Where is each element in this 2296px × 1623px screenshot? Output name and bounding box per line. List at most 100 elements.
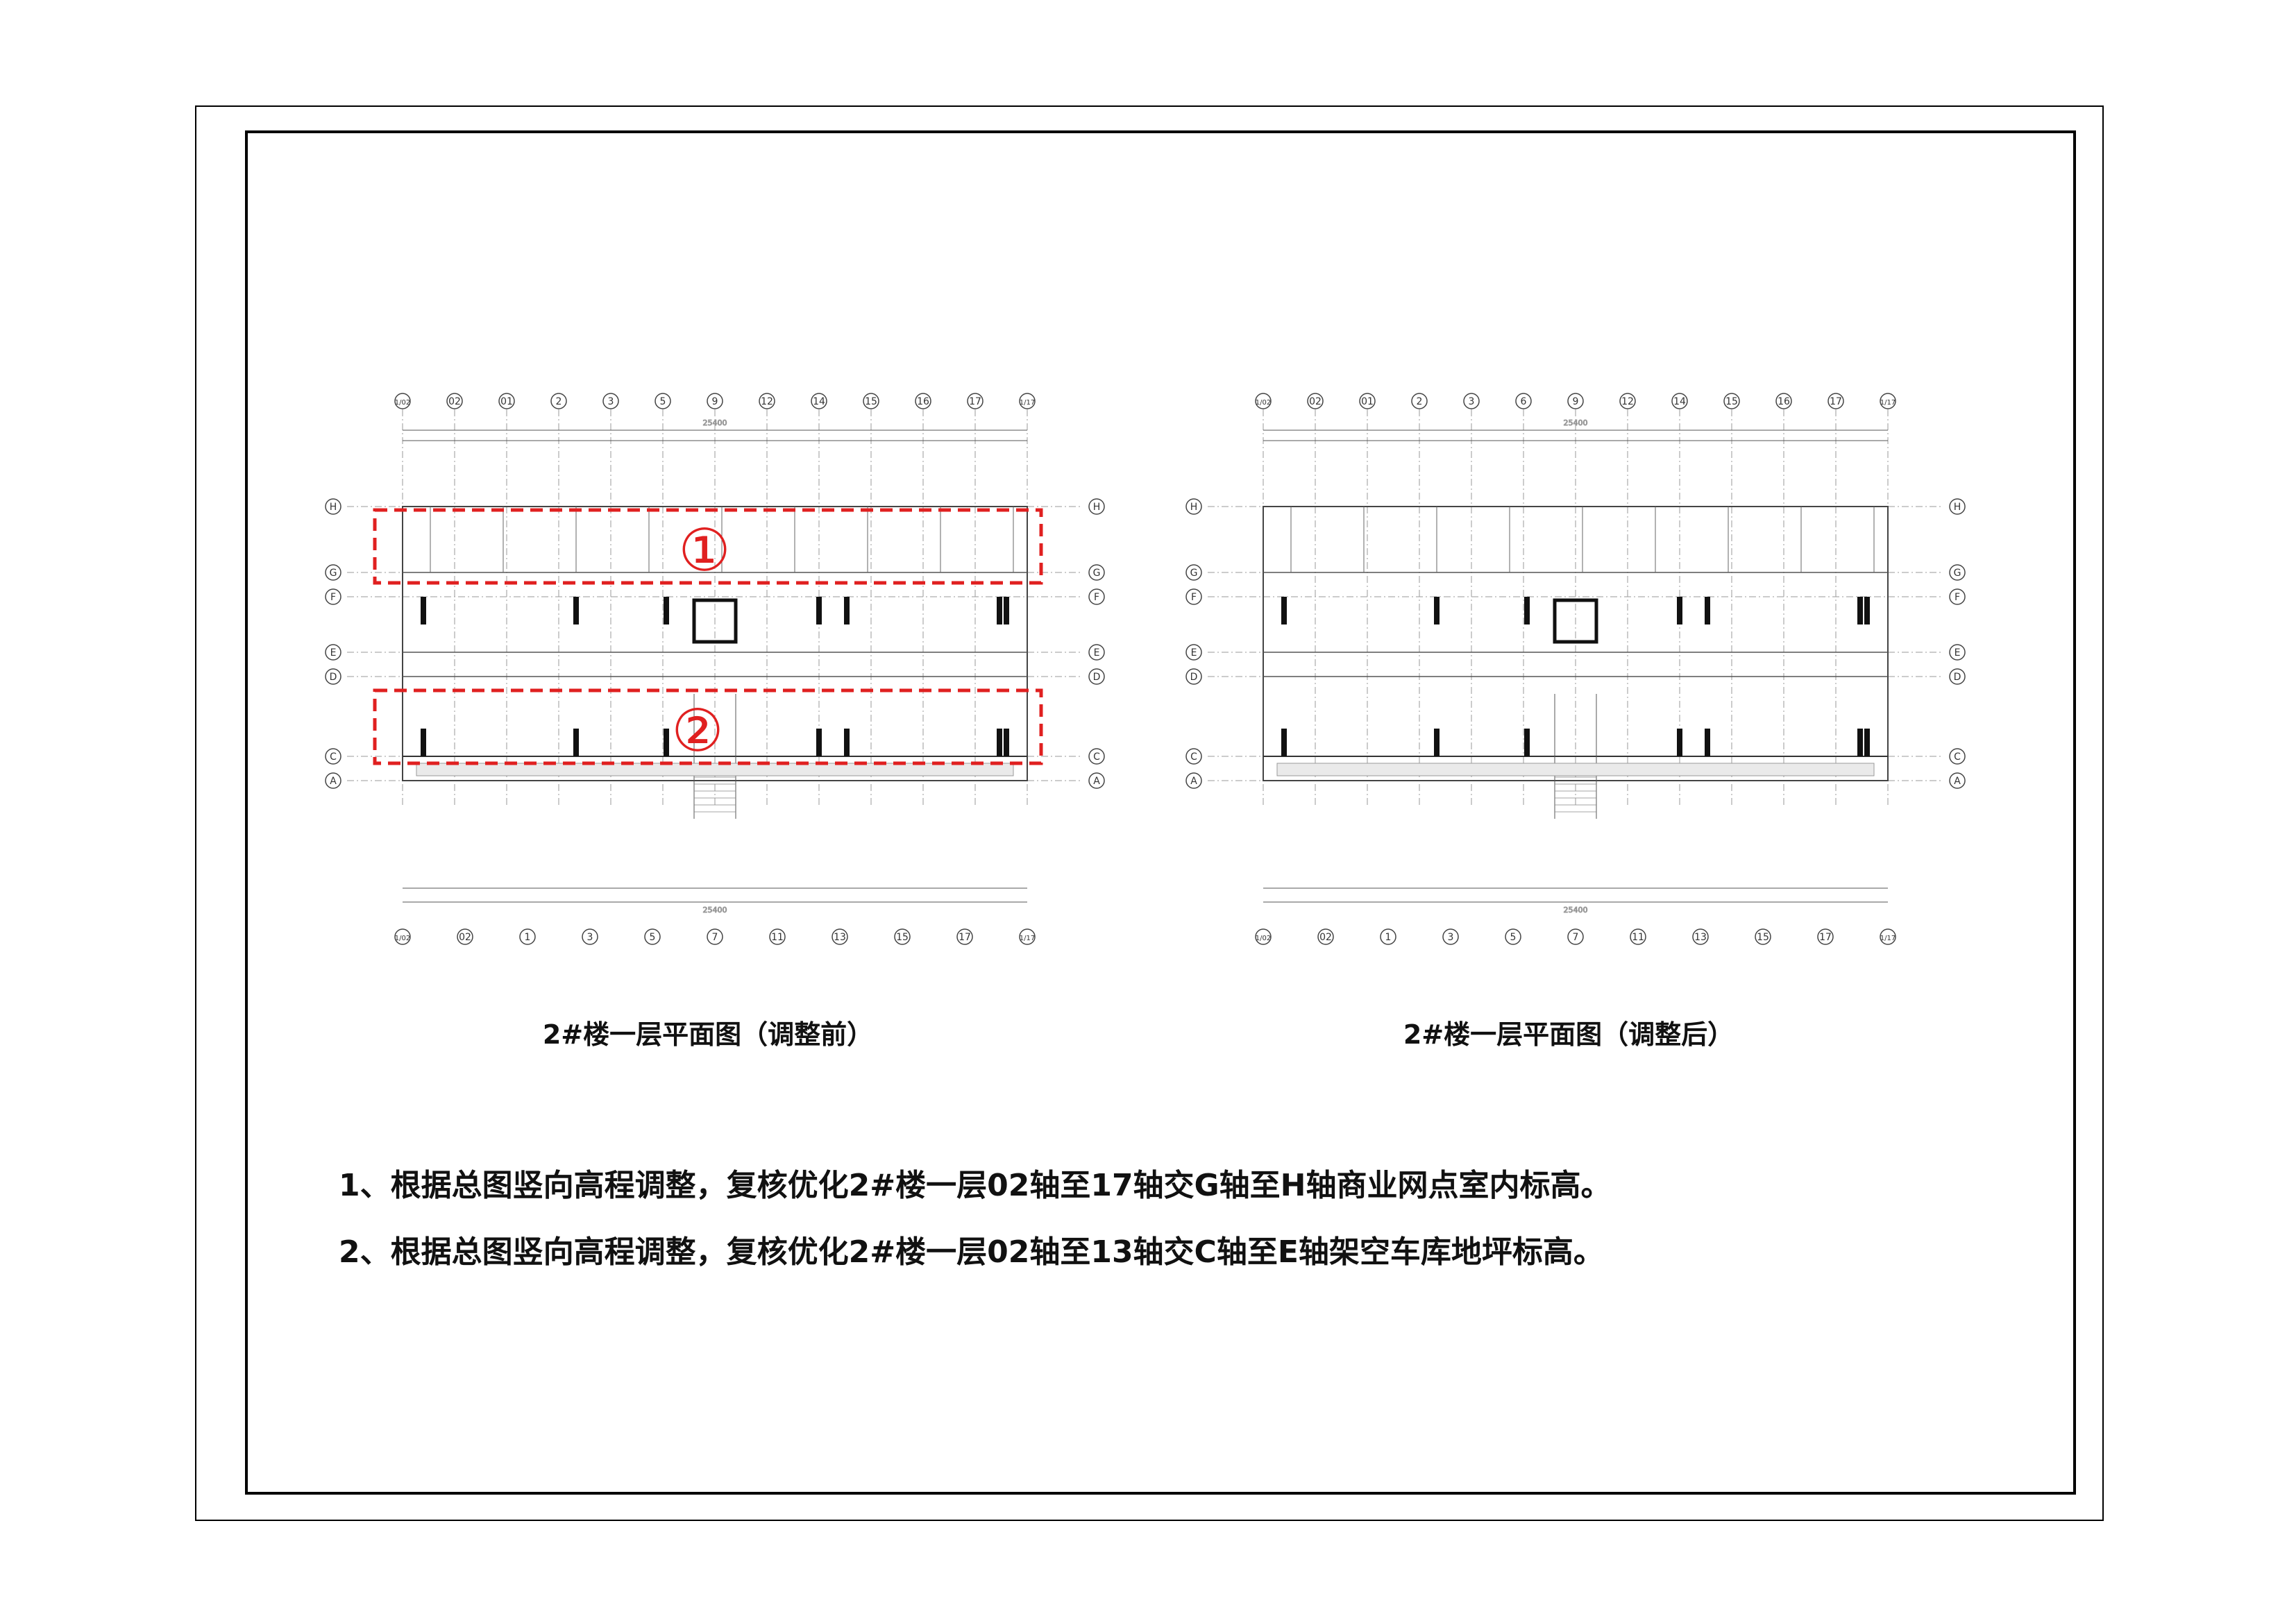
axis-bubble: 02: [1307, 393, 1324, 409]
axis-bubble: D: [325, 668, 341, 685]
axis-label: E: [1191, 647, 1197, 658]
axis-bubble: 1/02: [394, 393, 411, 409]
axis-bubble: C: [1185, 748, 1202, 765]
axis-label: 02: [459, 932, 471, 943]
axis-label: 1: [1385, 932, 1392, 943]
axis-label: F: [1955, 592, 1960, 603]
axis-label: G: [330, 568, 337, 579]
axis-label: 1/02: [395, 935, 410, 942]
overall-dimension-label: 25400: [703, 418, 727, 427]
column: [997, 597, 1002, 624]
axis-bubble: E: [1185, 644, 1202, 661]
column: [997, 729, 1002, 756]
axis-label: G: [1190, 568, 1198, 579]
axis-label: 3: [587, 932, 593, 943]
axis-label: 15: [1757, 932, 1769, 943]
axis-bubble: 01: [498, 393, 515, 409]
axis-bubble: A: [1088, 772, 1105, 789]
axis-label: 02: [1319, 932, 1332, 943]
column: [1004, 729, 1009, 756]
axis-label: 1/02: [1256, 935, 1271, 942]
axis-label: 14: [1673, 396, 1686, 407]
axis-label: 02: [1309, 396, 1322, 407]
axis-bubble: 5: [1505, 928, 1521, 945]
axis-bubble: 02: [1317, 928, 1334, 945]
axis-label: 2: [1417, 396, 1423, 407]
axis-bubble: F: [1088, 588, 1105, 605]
walkway: [1276, 763, 1875, 776]
drawing-border-outer: [195, 105, 2104, 1521]
axis-label: C: [1093, 751, 1100, 763]
axis-bubble: E: [325, 644, 341, 661]
axis-label: D: [330, 672, 337, 683]
axis-bubble: A: [1949, 772, 1966, 789]
column: [421, 729, 426, 756]
axis-bubble: 16: [915, 393, 931, 409]
overall-dimension-label: 25400: [1564, 418, 1588, 427]
axis-bubble: G: [1949, 564, 1966, 581]
axis-label: 01: [500, 396, 513, 407]
axis-label: E: [1094, 647, 1100, 658]
axis-bubble: 14: [1671, 393, 1688, 409]
axis-bubble: 17: [967, 393, 984, 409]
axis-bubble: 1/02: [1255, 928, 1272, 945]
axis-label: 7: [1573, 932, 1579, 943]
axis-label: E: [330, 647, 337, 658]
axis-bubble: C: [1949, 748, 1966, 765]
axis-label: 1/02: [1256, 399, 1271, 407]
zone-marker-1: ①: [678, 516, 730, 584]
column: [1705, 597, 1710, 624]
axis-bubble: 1/17: [1019, 928, 1036, 945]
axis-bubble: E: [1088, 644, 1105, 661]
column: [844, 729, 850, 756]
column: [816, 597, 822, 624]
axis-bubble: 11: [769, 928, 786, 945]
axis-bubble: 01: [1359, 393, 1376, 409]
axis-bubble: 3: [582, 928, 598, 945]
axis-bubble: 1/17: [1880, 393, 1896, 409]
axis-bubble: H: [1088, 498, 1105, 515]
axis-bubble: 6: [1515, 393, 1532, 409]
axis-bubble: 02: [446, 393, 463, 409]
column: [1677, 729, 1682, 756]
axis-label: 7: [712, 932, 718, 943]
axis-label: H: [330, 502, 337, 513]
column: [573, 597, 579, 624]
axis-label: D: [1954, 672, 1961, 683]
axis-bubble: G: [1088, 564, 1105, 581]
column: [1524, 729, 1530, 756]
axis-bubble: F: [325, 588, 341, 605]
overall-dimension-label: 25400: [1564, 906, 1588, 915]
axis-bubble: 7: [1567, 928, 1584, 945]
axis-label: H: [1954, 502, 1961, 513]
axis-bubble: G: [325, 564, 341, 581]
column: [1857, 729, 1863, 756]
axis-label: 1/17: [1880, 935, 1896, 942]
axis-bubble: 1/17: [1880, 928, 1896, 945]
axis-bubble: 7: [707, 928, 723, 945]
axis-bubble: 13: [1692, 928, 1709, 945]
axis-label: 17: [1830, 396, 1842, 407]
axis-bubble: G: [1185, 564, 1202, 581]
axis-label: 1/02: [395, 399, 410, 407]
column: [1434, 597, 1440, 624]
column: [421, 597, 426, 624]
axis-label: C: [330, 751, 337, 763]
axis-bubble: A: [1185, 772, 1202, 789]
axis-bubble: 12: [759, 393, 775, 409]
column: [1864, 729, 1870, 756]
axis-bubble: 3: [602, 393, 619, 409]
column: [573, 729, 579, 756]
axis-label: G: [1093, 568, 1101, 579]
axis-bubble: 15: [1755, 928, 1771, 945]
column: [664, 597, 669, 624]
axis-label: D: [1093, 672, 1101, 683]
column: [1281, 597, 1287, 624]
axis-label: F: [330, 592, 336, 603]
axis-label: 15: [1725, 396, 1738, 407]
axis-label: 3: [1469, 396, 1475, 407]
